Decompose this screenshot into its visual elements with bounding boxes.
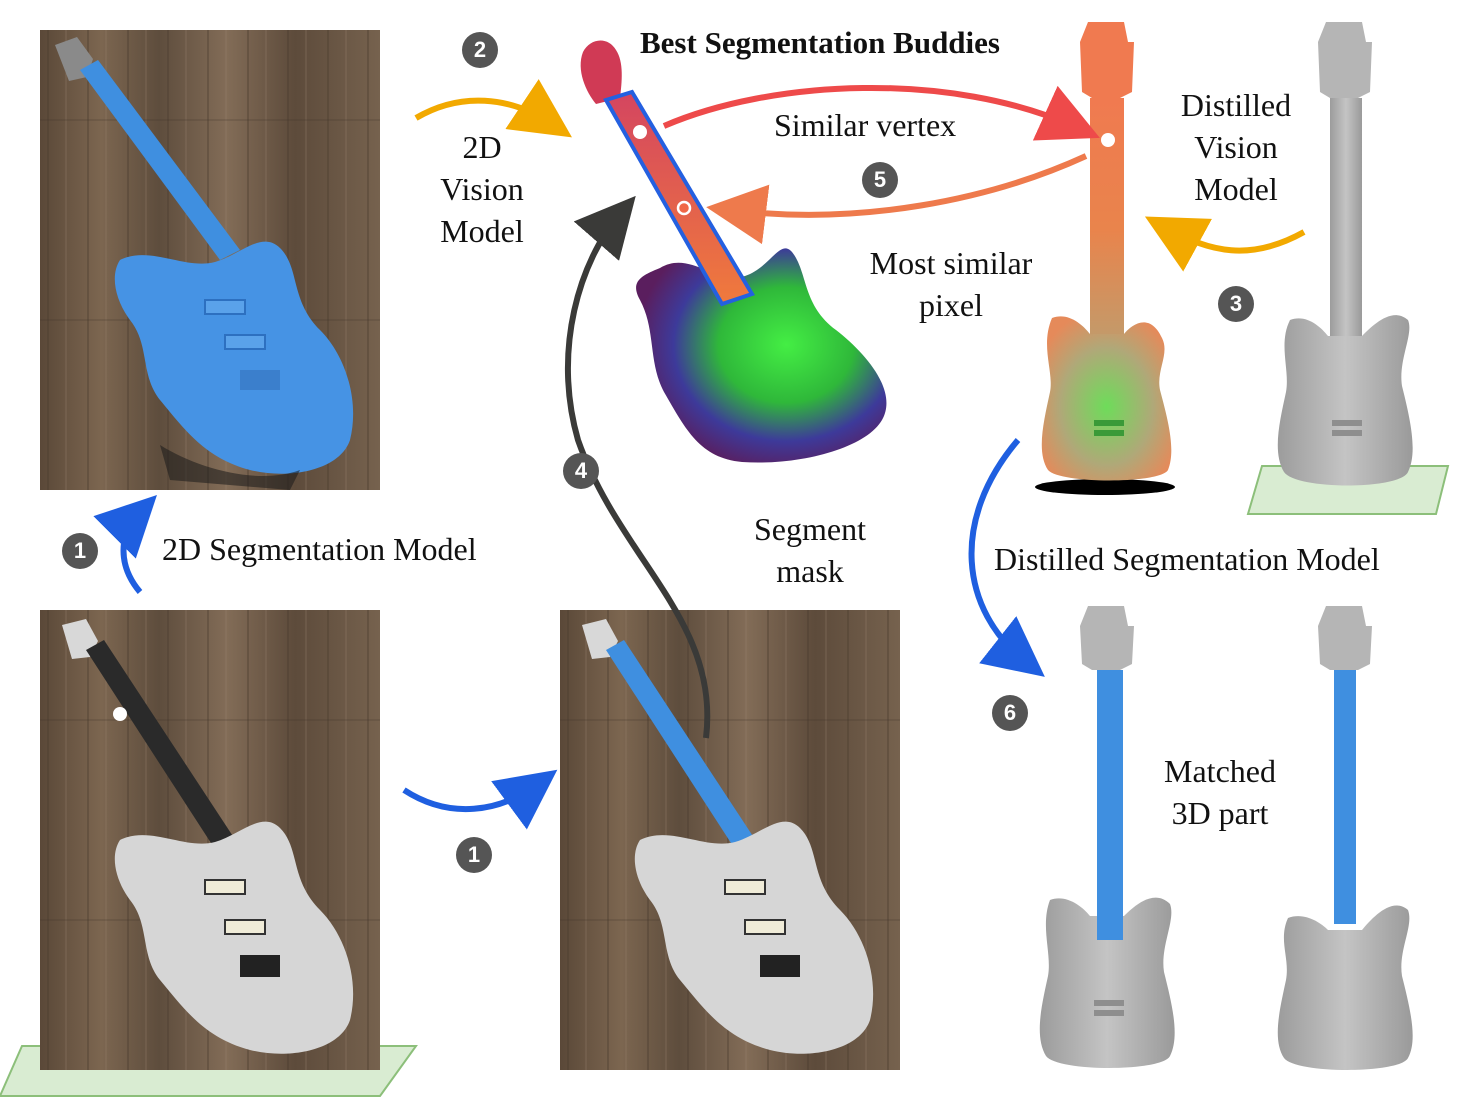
label-similar-vertex: Similar vertex [774,107,957,143]
guitar-neck-dark [86,640,242,860]
selected-neck-box [603,89,755,307]
guitar-body-white [114,821,354,1054]
label-segment-mask: Segment mask [754,511,866,589]
guitar-body-feature [636,248,887,463]
label-matched-3d-part: Matched 3D part [1164,753,1276,831]
diagram-title: Best Segmentation Buddies [640,25,1000,60]
mesh-headstock [1080,22,1134,98]
label-distilled-seg-model: Distilled Segmentation Model [994,541,1380,577]
label-2d-seg-model: 2D Segmentation Model [162,531,477,567]
arrow-distilled-seg [968,438,1045,677]
step-badge-3: 3 [1218,286,1254,322]
photo-segment-mask [560,610,900,1070]
label-2d-vision-model: 2D Vision Model [440,129,524,249]
step-badge-4: 4 [563,453,599,489]
mesh-body [1041,316,1172,481]
feature-map-guitar [580,40,887,463]
pixel-marker-b [676,200,692,216]
arrow-similar-vertex [662,84,1100,141]
mesh-feature-guitar [1035,22,1175,495]
step-badge-6: 6 [992,695,1028,731]
matched-neck-blue [1097,670,1123,940]
matched-neck-blue [1334,670,1356,924]
guitar-body-white [634,821,874,1054]
step-badge-1a: 1 [62,533,98,569]
query-pixel-marker [113,707,127,721]
step-badge-1b: 1 [456,837,492,873]
guitar-body-blue [114,241,354,474]
photo-original-guitar [0,610,418,1097]
arrow-to-mask [402,769,558,830]
mesh-matched-front [1039,606,1175,1068]
step-badge-5: 5 [862,162,898,198]
pixel-marker-a [633,125,647,139]
label-most-similar-pixel: Most similar pixel [869,245,1033,323]
arrow-segment-up [93,495,157,594]
step-badge-2: 2 [462,32,498,68]
arrow-distilled-vision [1144,216,1306,272]
label-distilled-vision-model: Distilled Vision Model [1180,87,1292,207]
guitar-neck-blue [80,60,240,260]
vertex-marker [1101,133,1115,147]
arrow-most-similar-pixel [706,153,1088,245]
headstock-feature [580,40,622,104]
photo-segmented-guitar [40,30,380,490]
guitar-neck-masked [606,640,762,860]
arrow-to-vision-2d [414,79,572,138]
mesh-gray-guitar [1246,22,1450,515]
mesh-matched-back [1277,606,1413,1070]
